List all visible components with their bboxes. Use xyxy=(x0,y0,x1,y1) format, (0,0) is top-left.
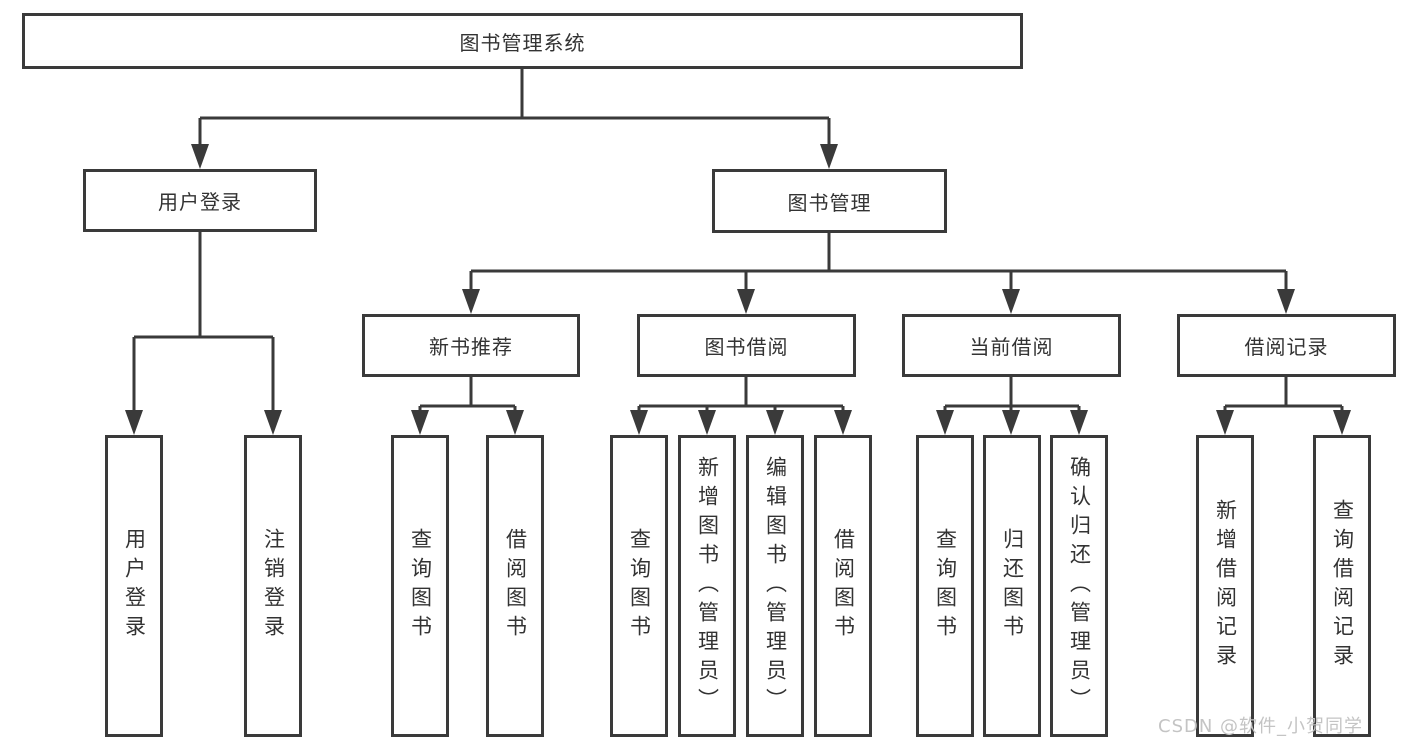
node-current-borrow: 当前借阅 xyxy=(902,314,1121,377)
leaf-add-book-admin: 新增图书（管理员） xyxy=(678,435,736,737)
leaf-confirm-return-admin: 确认归还（管理员） xyxy=(1050,435,1108,737)
leaf-query-book-recommend: 查询图书 xyxy=(391,435,449,737)
node-label: 查询图书 xyxy=(627,528,652,644)
arrowheads xyxy=(125,144,1351,435)
leaf-borrow-book-recommend: 借阅图书 xyxy=(486,435,544,737)
leaf-edit-book-admin: 编辑图书（管理员） xyxy=(746,435,804,737)
leaf-query-borrow-record: 查询借阅记录 xyxy=(1313,435,1371,737)
node-new-book-recommend: 新书推荐 xyxy=(362,314,580,377)
leaf-borrow-book: 借阅图书 xyxy=(814,435,872,737)
node-label: 图书管理 xyxy=(787,190,872,215)
node-label: 借阅图书 xyxy=(831,528,856,644)
node-label: 新书推荐 xyxy=(429,335,513,359)
node-label: 用户登录 xyxy=(122,528,147,644)
node-label: 新增图书（管理员） xyxy=(695,455,720,717)
leaf-add-borrow-record: 新增借阅记录 xyxy=(1196,435,1254,737)
node-label: 查询借阅记录 xyxy=(1330,499,1355,673)
leaf-return-book: 归还图书 xyxy=(983,435,1041,737)
leaf-query-book-borrow: 查询图书 xyxy=(610,435,668,737)
node-library-system: 图书管理系统 xyxy=(22,13,1023,69)
node-label: 确认归还（管理员） xyxy=(1067,455,1092,717)
node-label: 用户登录 xyxy=(158,190,242,214)
node-label: 图书借阅 xyxy=(704,335,789,359)
leaf-user-login: 用户登录 xyxy=(105,435,163,737)
node-label: 图书管理系统 xyxy=(459,30,586,55)
node-label: 编辑图书（管理员） xyxy=(763,455,788,717)
leaf-query-book-current: 查询图书 xyxy=(916,435,974,737)
node-label: 新增借阅记录 xyxy=(1213,499,1238,673)
node-book-management: 图书管理 xyxy=(712,169,947,233)
csdn-watermark: CSDN @软件_小贺同学 xyxy=(1158,716,1364,737)
node-label: 借阅记录 xyxy=(1244,335,1329,359)
node-user-login: 用户登录 xyxy=(83,169,317,232)
node-label: 归还图书 xyxy=(1000,528,1025,644)
node-label: 注销登录 xyxy=(261,528,286,644)
node-label: 借阅图书 xyxy=(503,528,528,644)
node-borrow-records: 借阅记录 xyxy=(1177,314,1396,377)
node-book-borrow: 图书借阅 xyxy=(637,314,856,377)
node-label: 当前借阅 xyxy=(969,335,1054,359)
node-label: 查询图书 xyxy=(408,528,433,644)
leaf-logout: 注销登录 xyxy=(244,435,302,737)
node-label: 查询图书 xyxy=(933,528,958,644)
